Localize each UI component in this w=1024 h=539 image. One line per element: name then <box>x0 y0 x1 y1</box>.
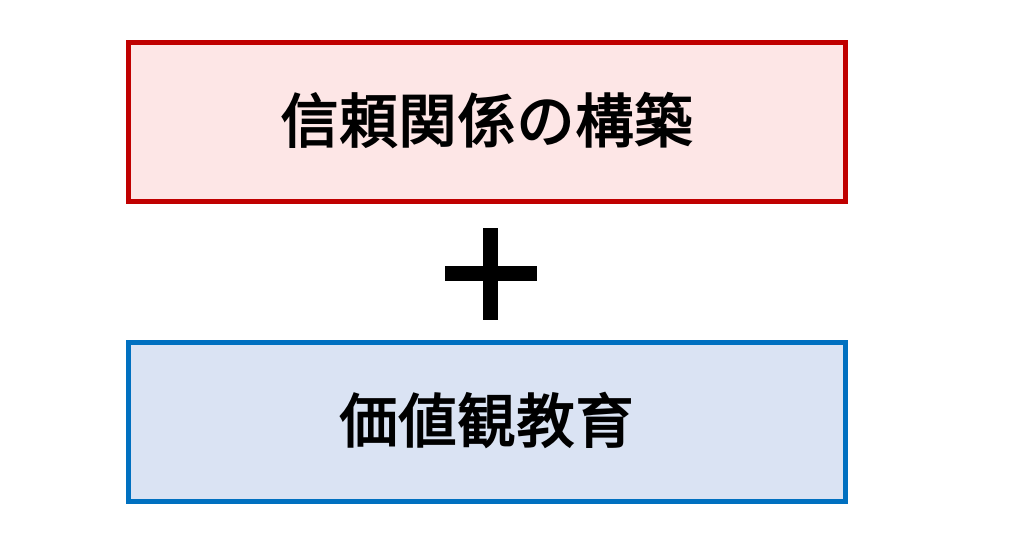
plus-vertical-bar <box>483 228 498 320</box>
trust-building-box: 信頼関係の構築 <box>126 40 848 204</box>
trust-building-label: 信頼関係の構築 <box>280 88 694 156</box>
plus-icon <box>445 228 537 320</box>
values-education-box: 価値観教育 <box>126 340 848 504</box>
values-education-label: 価値観教育 <box>339 388 635 456</box>
